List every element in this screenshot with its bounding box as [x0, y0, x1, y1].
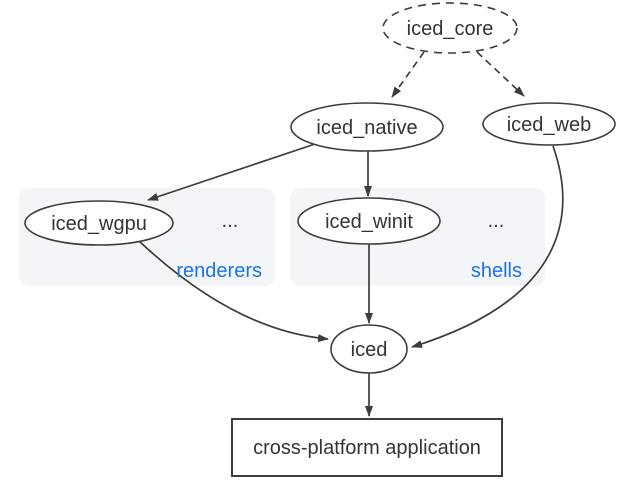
renderers-group-label: renderers [176, 260, 262, 282]
edge-iced_native-iced_wgpu [147, 143, 316, 201]
node-iced [330, 324, 408, 374]
shells-group-label: shells [471, 260, 522, 282]
label-iced_winit: iced_winit [325, 211, 413, 233]
node-iced_web [482, 102, 616, 146]
node-iced_core [382, 2, 518, 54]
label-iced_web: iced_web [507, 114, 592, 136]
label-iced: iced [351, 339, 388, 361]
edge-iced_core-iced_web [476, 51, 525, 97]
edge-iced_web-iced [411, 145, 564, 348]
label-iced_core: iced_core [407, 18, 494, 40]
node-iced_winit [297, 197, 441, 245]
renderers-ellipsis: ... [222, 210, 239, 232]
label-iced_wgpu: iced_wgpu [51, 213, 147, 235]
label-app: cross-platform application [253, 437, 481, 459]
edge-iced_wgpu-iced [138, 240, 329, 343]
node-iced_native [290, 102, 444, 152]
node-iced_wgpu [24, 200, 174, 246]
shells-ellipsis: ... [488, 210, 505, 232]
label-iced_native: iced_native [316, 117, 417, 139]
edge-iced_core-iced_native [391, 51, 425, 98]
node-app-rect [231, 418, 503, 477]
